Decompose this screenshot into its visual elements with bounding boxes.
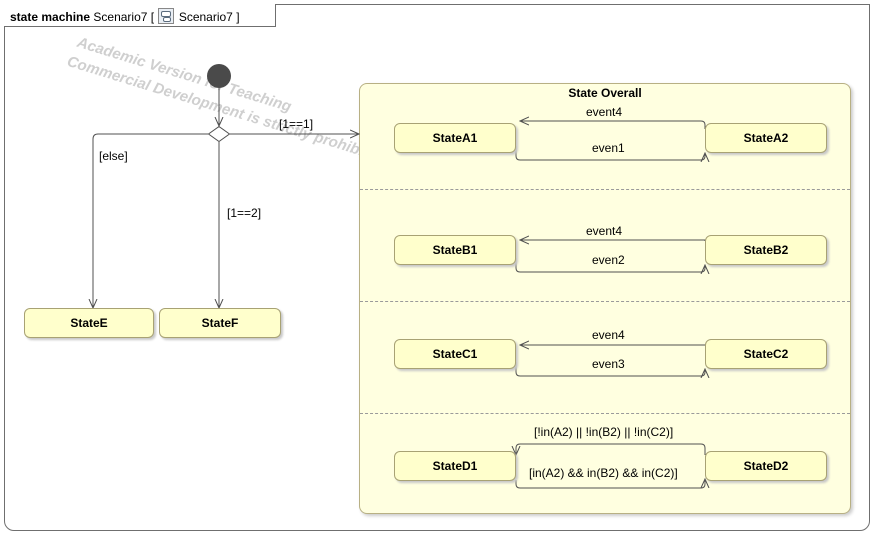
region-separator [360,301,850,302]
initial-pseudostate[interactable] [207,64,231,88]
composite-state-title: State Overall [568,86,642,100]
diagram-frame [4,4,870,531]
state-a1[interactable]: StateA1 [394,123,516,153]
state-b1[interactable]: StateB1 [394,235,516,265]
state-a2[interactable]: StateA2 [705,123,827,153]
transition-label-d-top: [!in(A2) || !in(B2) || !in(C2)] [534,425,674,439]
region-separator [360,189,850,190]
state-c1[interactable]: StateC1 [394,339,516,369]
state-c2[interactable]: StateC2 [705,339,827,369]
transition-label-c-bottom: even3 [592,357,625,371]
frame-diagram-name: Scenario7 [178,10,233,24]
state-d2[interactable]: StateD2 [705,451,827,481]
region-separator [360,413,850,414]
state-e[interactable]: StateE [24,308,154,338]
guard-1eq1-label: [1==1] [279,117,314,131]
guard-1eq2-label: [1==2] [227,206,262,220]
transition-label-d-bottom: [in(A2) && in(B2) && in(C2)] [529,466,678,480]
frame-name: Scenario7 [93,10,148,24]
frame-keyword: state machine [10,10,91,24]
state-d1[interactable]: StateD1 [394,451,516,481]
state-f[interactable]: StateF [159,308,281,338]
transition-label-c-top: even4 [592,328,625,342]
transition-label-a-top: event4 [586,105,623,119]
transition-label-b-top: event4 [586,224,623,238]
composite-state-overall[interactable]: State Overall [359,83,851,514]
guard-else-label: [else] [99,149,128,163]
state-b2[interactable]: StateB2 [705,235,827,265]
diagram-frame-header: state machine Scenario7 [ Scenario7 ] [4,4,276,27]
frame-close-bracket: ] [236,10,240,24]
choice-pseudostate[interactable] [208,126,230,142]
frame-open-bracket: [ [150,10,155,24]
state-machine-diagram-icon [158,8,175,24]
transition-label-b-bottom: even2 [592,253,625,267]
transition-label-a-bottom: even1 [592,141,625,155]
